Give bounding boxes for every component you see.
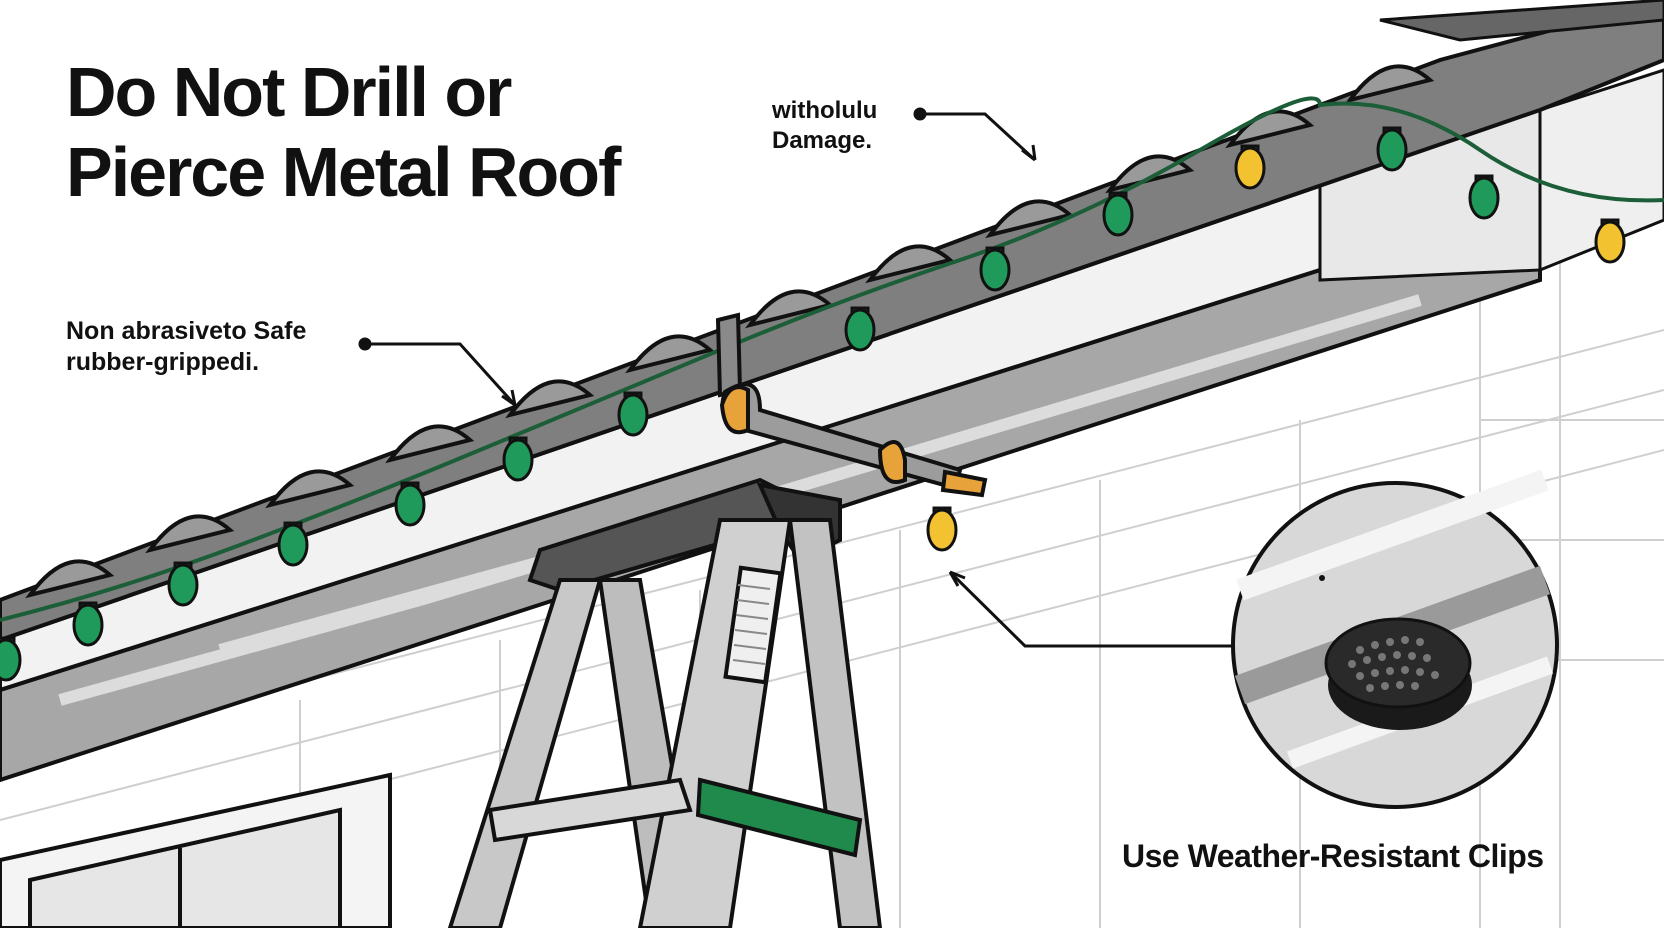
callout-arrows: [358, 107, 1235, 648]
callout-left: Non abrasiveto Safe rubber-grippedi.: [66, 316, 306, 378]
light-string-wire: [0, 96, 1664, 622]
page-title: Do Not Drill or Pierce Metal Roof: [66, 52, 621, 212]
callout-bottom-text: Use Weather-Resistant Clips: [1122, 838, 1544, 874]
title-line-2: Pierce Metal Roof: [66, 133, 621, 211]
title-line-1: Do Not Drill or: [66, 53, 512, 131]
callout-top: witholulu Damage.: [772, 96, 877, 156]
callout-top-line-1: witholulu: [772, 97, 878, 124]
christmas-bulb-icon: [0, 126, 1626, 682]
rubber-pad-icon: [1231, 469, 1559, 809]
house-window: [0, 772, 392, 928]
callout-left-line-2: rubber-grippedi.: [66, 348, 260, 376]
callout-bottom: Use Weather-Resistant Clips: [1122, 836, 1544, 876]
callout-top-line-2: Damage.: [772, 127, 873, 154]
step-ladder: [447, 477, 883, 928]
callout-left-line-1: Non abrasiveto Safe: [66, 317, 307, 345]
gutter-clip-icon: [715, 312, 988, 498]
